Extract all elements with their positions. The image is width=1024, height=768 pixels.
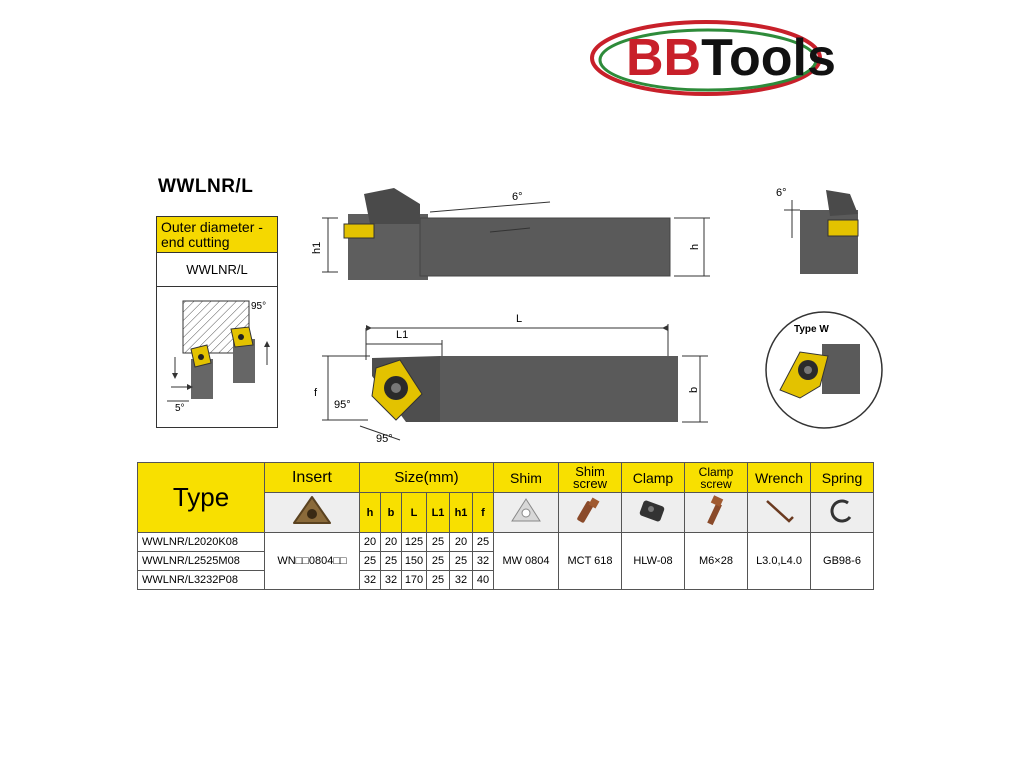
shim-header: Shim [493, 462, 559, 493]
cutting-schematic: 95° 5° [167, 300, 270, 414]
size-cell: 25 [426, 532, 450, 552]
size-cell: 150 [401, 551, 427, 571]
type-header: Type [137, 462, 265, 533]
clamp-header: Clamp [621, 462, 685, 493]
type-w-label: Type W [794, 324, 829, 335]
clamp-screw-value-cell: M6×28 [684, 532, 748, 590]
size-cell: 25 [359, 551, 381, 571]
wrench-icon [766, 500, 794, 523]
insert-image-cell [264, 492, 360, 533]
type-cell-1: WWLNR/L2020K08 [137, 532, 265, 552]
f-label: f [314, 387, 318, 399]
spec-table: Type Insert Size(mm) Shim Shim screw Cla… [137, 462, 874, 590]
size-cell: 125 [401, 532, 427, 552]
size-cell: 32 [449, 570, 473, 590]
size-col-L1: L1 [426, 492, 450, 533]
shim-screw-image-cell [558, 492, 622, 533]
size-cell: 25 [472, 532, 494, 552]
info-description: Outer diameter - end cutting [157, 217, 277, 253]
wrench-image-cell [747, 492, 811, 533]
size-col-b: b [380, 492, 402, 533]
info-code: WWLNR/L [157, 253, 277, 287]
clamp-image-cell [621, 492, 685, 533]
spring-icon [830, 499, 852, 523]
shim-value-cell: MW 0804 [493, 532, 559, 590]
insert-value-cell: WN□□0804□□ [264, 532, 360, 590]
logo-tools: Tools [701, 29, 836, 87]
L1-label: L1 [396, 329, 408, 341]
clamp-value-cell: HLW-08 [621, 532, 685, 590]
clamp-screw-image-cell [684, 492, 748, 533]
clamp-screw-header: Clamp screw [684, 462, 748, 493]
L-label: L [516, 313, 522, 325]
side-view-diagram: h1 h 6° [311, 188, 710, 280]
wrench-value-cell: L3.0,L4.0 [747, 532, 811, 590]
size-cell: 20 [449, 532, 473, 552]
size-cell: 40 [472, 570, 494, 590]
spring-header: Spring [810, 462, 874, 493]
spring-value-cell: GB98-6 [810, 532, 874, 590]
size-cell: 25 [449, 551, 473, 571]
angle-6-end-label: 6° [776, 187, 787, 199]
size-cell: 20 [359, 532, 381, 552]
insert-header: Insert [264, 462, 360, 493]
type-w-detail: Type W [765, 311, 883, 429]
type-cell-3: WWLNR/L3232P08 [137, 570, 265, 590]
size-col-h1: h1 [449, 492, 473, 533]
angle-95-b-label: 95° [334, 399, 351, 411]
angle-5-label: 5° [175, 403, 185, 414]
size-header: Size(mm) [359, 462, 494, 493]
clamp-screw-icon [707, 495, 724, 526]
size-col-f: f [472, 492, 494, 533]
size-cell: 32 [380, 570, 402, 590]
top-view-diagram: L1 L f b 95° 95° [314, 313, 708, 445]
shim-screw-header: Shim screw [558, 462, 622, 493]
insert-icon [293, 496, 331, 524]
size-cell: 32 [359, 570, 381, 590]
angle-95-c-label: 95° [376, 433, 393, 445]
wrench-header: Wrench [747, 462, 811, 493]
clamp-icon [639, 500, 665, 522]
logo-ellipse-icon [590, 20, 822, 96]
size-cell: 32 [472, 551, 494, 571]
spring-image-cell [810, 492, 874, 533]
size-cell: 20 [380, 532, 402, 552]
product-title: WWLNR/L [158, 176, 254, 197]
info-box: Outer diameter - end cutting WWLNR/L 95°… [156, 216, 278, 428]
size-cell: 25 [426, 570, 450, 590]
brand-logo: BBTools [586, 16, 876, 102]
size-cell: 25 [380, 551, 402, 571]
b-label: b [688, 387, 700, 393]
size-cell: 170 [401, 570, 427, 590]
size-cell: 25 [426, 551, 450, 571]
logo-bb: BB [626, 29, 702, 87]
h-label: h [689, 244, 701, 250]
shim-image-cell [493, 492, 559, 533]
shim-screw-icon [577, 497, 600, 523]
h1-label: h1 [311, 242, 323, 254]
end-view-diagram: 6° [776, 187, 859, 274]
shim-icon [511, 498, 541, 522]
shim-screw-value-cell: MCT 618 [558, 532, 622, 590]
size-col-h: h [359, 492, 381, 533]
type-cell-2: WWLNR/L2525M08 [137, 551, 265, 571]
angle-6-side-label: 6° [512, 191, 523, 203]
size-col-L: L [401, 492, 427, 533]
angle-95-label: 95° [251, 301, 266, 312]
